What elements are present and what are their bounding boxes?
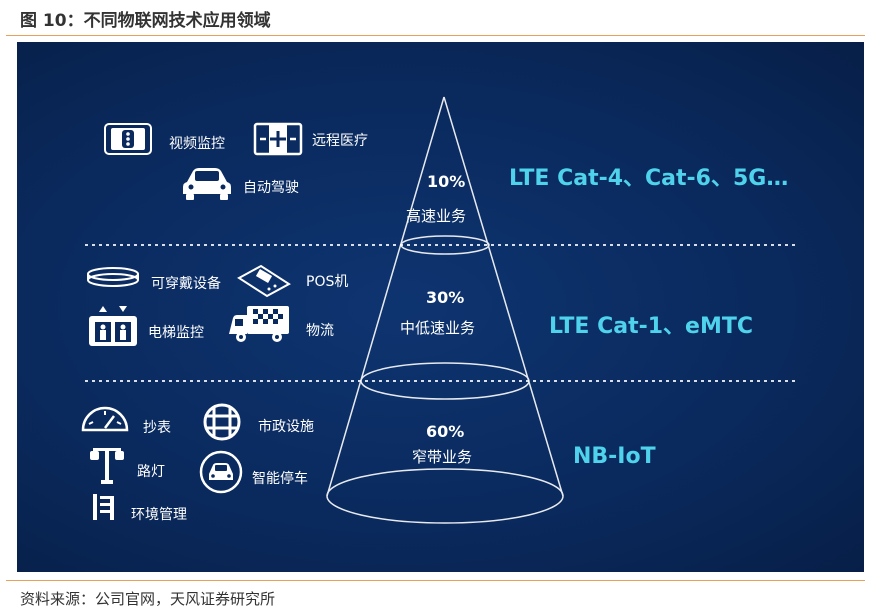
app-label-telemedicine: 远程医疗 — [312, 133, 368, 149]
parking-car-icon — [199, 450, 243, 494]
building-icon — [93, 494, 114, 520]
wristband-icon — [87, 267, 139, 287]
tier-percent-narrowband: 60% — [426, 422, 465, 441]
car-icon — [183, 168, 231, 200]
medical-kit-icon — [253, 122, 303, 156]
elevator-icon — [89, 306, 137, 346]
app-label-logistics: 物流 — [306, 323, 334, 339]
tier-percent-high: 10% — [427, 172, 466, 191]
traffic-light-icon — [104, 123, 152, 155]
cone-right-edge — [443, 96, 564, 497]
app-label-video-monitoring: 视频监控 — [169, 136, 225, 152]
app-label-autonomous-driving: 自动驾驶 — [243, 180, 299, 196]
top-rule — [6, 35, 865, 36]
manhole-grid-icon — [203, 403, 241, 441]
app-label-environment-management: 环境管理 — [131, 507, 187, 523]
technology-high-speed: LTE Cat-4、Cat-6、5G… — [509, 166, 789, 191]
tier-name-high: 高速业务 — [406, 207, 467, 225]
street-lamp-icon — [90, 448, 124, 484]
tier-name-narrowband: 窄带业务 — [412, 448, 473, 466]
technology-narrowband: NB-IoT — [573, 444, 656, 469]
diagram-svg — [81, 96, 799, 524]
app-label-pos: POS机 — [306, 274, 349, 290]
pos-terminal-icon — [237, 264, 291, 298]
cone-ring-middle — [360, 362, 530, 400]
cone-base — [326, 468, 564, 524]
app-label-meter-reading: 抄表 — [143, 420, 171, 436]
technology-mid-speed: LTE Cat-1、eMTC — [549, 314, 753, 339]
diagram-panel: 视频监控 远程医疗 自动驾驶 10% 高速业务 LTE Cat-4、Cat-6、… — [17, 42, 864, 572]
cone-ring-top — [400, 235, 490, 255]
cone — [326, 96, 564, 524]
app-label-wearables: 可穿戴设备 — [151, 276, 221, 292]
figure-title: 图 10：不同物联网技术应用领域 — [20, 11, 271, 31]
tier-percent-mid: 30% — [426, 288, 465, 307]
tier-name-mid: 中低速业务 — [400, 319, 476, 337]
app-label-smart-parking: 智能停车 — [252, 471, 308, 487]
bottom-rule — [6, 580, 865, 581]
gauge-icon — [81, 406, 129, 432]
cone-left-edge — [326, 96, 445, 497]
app-label-street-lights: 路灯 — [137, 464, 165, 480]
app-label-municipal-facilities: 市政设施 — [258, 419, 314, 435]
figure-source: 资料来源：公司官网，天风证券研究所 — [20, 590, 276, 608]
app-label-elevator-monitoring: 电梯监控 — [148, 325, 204, 341]
delivery-truck-icon — [229, 306, 289, 342]
